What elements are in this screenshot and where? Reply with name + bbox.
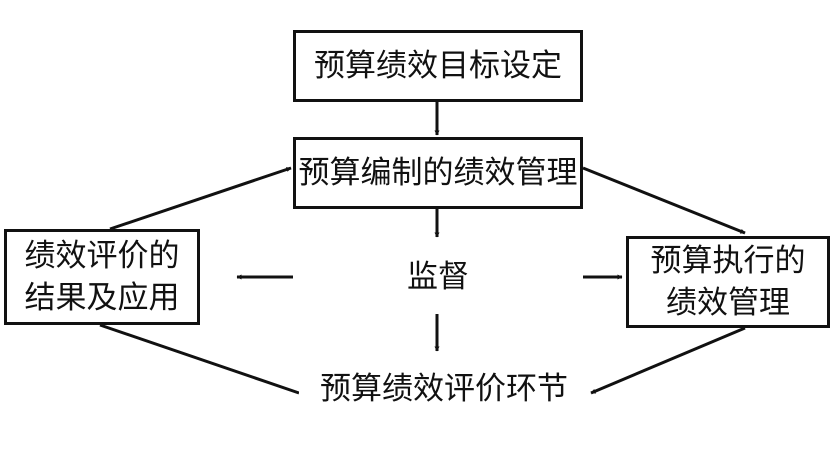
node-performance-evaluation-label: 预算绩效评价环节 xyxy=(320,371,568,407)
line-evaluation-to-application xyxy=(99,323,300,395)
arrow-application-to-preparation xyxy=(109,166,292,231)
node-budget-execution-label-line2: 绩效管理 xyxy=(666,285,790,321)
node-budget-execution: 预算执行的 绩效管理 xyxy=(626,236,830,328)
node-performance-evaluation: 预算绩效评价环节 xyxy=(299,353,589,425)
node-supervision-label: 监督 xyxy=(407,259,469,295)
node-goal-setting: 预算绩效目标设定 xyxy=(293,30,583,102)
node-result-application-label-line2: 结果及应用 xyxy=(24,280,180,316)
node-budget-preparation: 预算编制的绩效管理 xyxy=(293,137,583,209)
arrow-execution-to-evaluation xyxy=(590,326,746,395)
node-supervision: 监督 xyxy=(293,240,583,314)
node-result-application-label-line1: 绩效评价的 xyxy=(24,238,180,274)
node-budget-execution-label-line1: 预算执行的 xyxy=(650,243,806,279)
node-goal-setting-label: 预算绩效目标设定 xyxy=(314,48,562,84)
arrow-preparation-to-execution xyxy=(582,166,746,235)
node-budget-preparation-label: 预算编制的绩效管理 xyxy=(298,155,578,191)
node-result-application: 绩效评价的 结果及应用 xyxy=(4,229,200,325)
